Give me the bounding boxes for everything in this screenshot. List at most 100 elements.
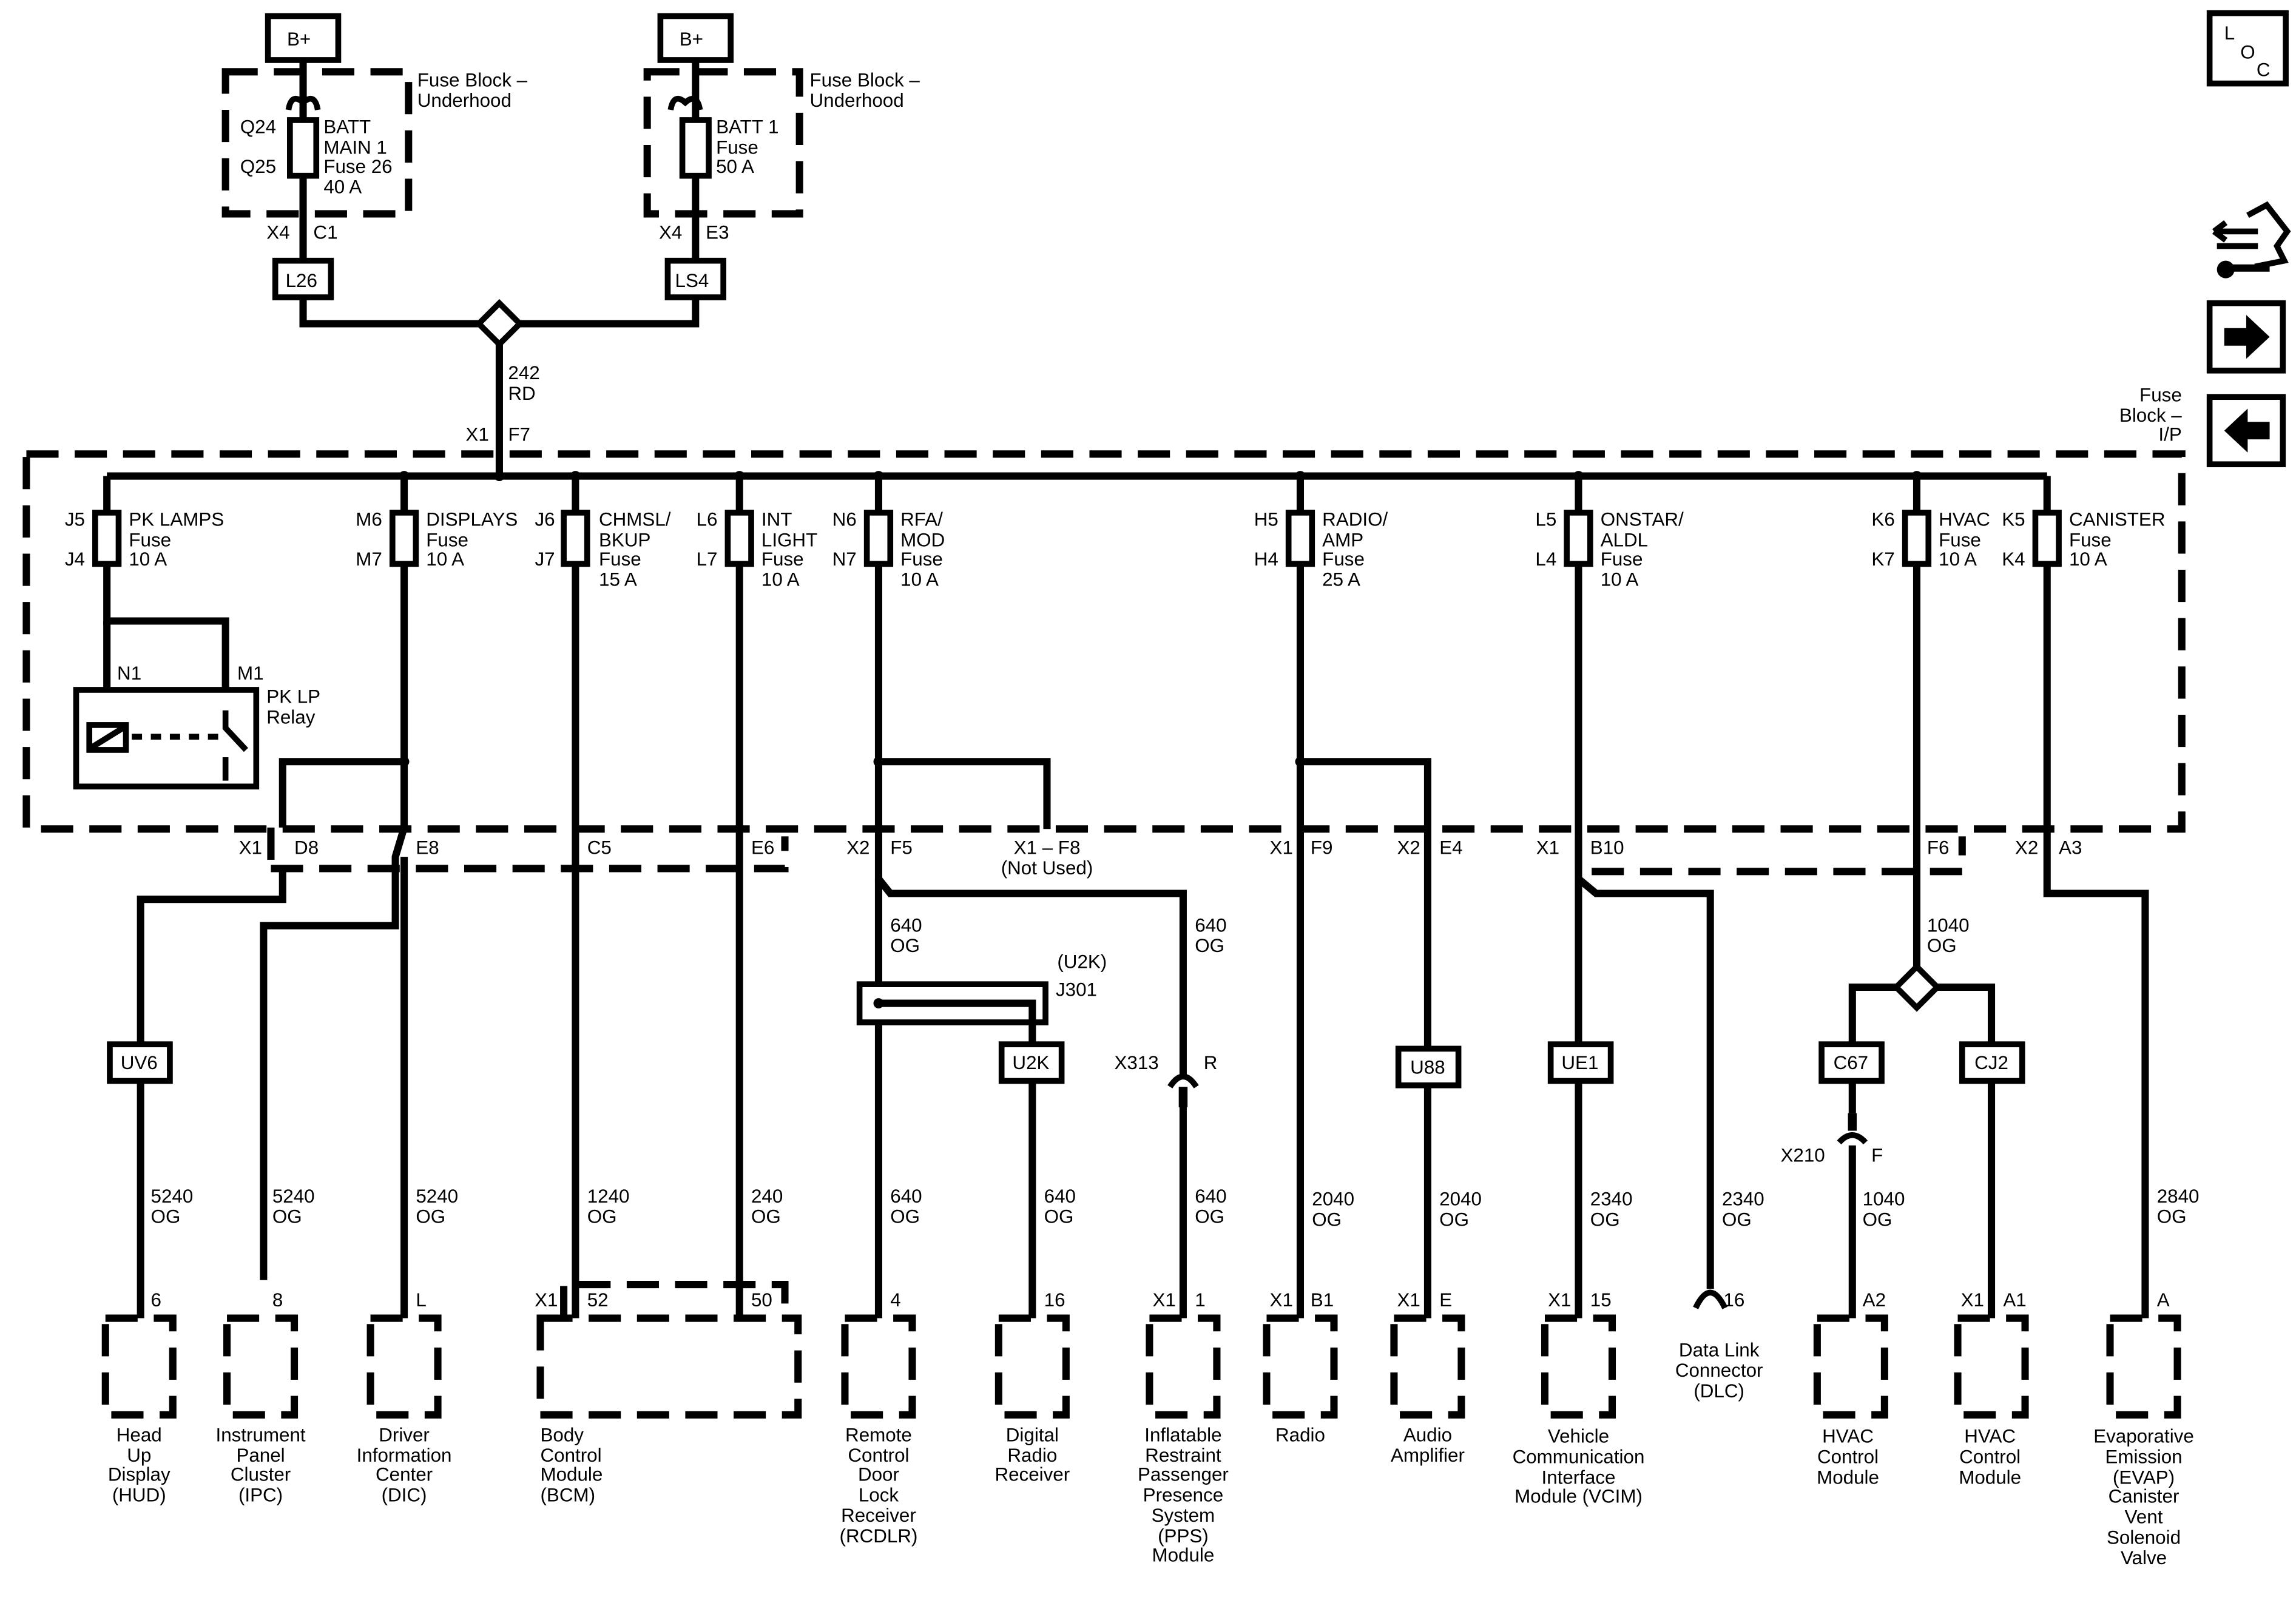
- splice-diamond: [1892, 962, 1942, 1012]
- pin-label: X1: [1536, 837, 1559, 858]
- pin-label: 15: [1590, 1289, 1612, 1311]
- fuse-icon: [679, 117, 712, 179]
- circuit-label: 640: [1195, 1186, 1226, 1207]
- fuse-pin: N7: [832, 549, 857, 570]
- fuse-pin: L6: [697, 509, 718, 530]
- fuse-label: HVAC: [1939, 509, 1990, 530]
- circuit-label: OG: [272, 1206, 302, 1227]
- previous-page-button[interactable]: [2206, 394, 2286, 468]
- fuse-pin: L5: [1535, 509, 1556, 530]
- fuse-label: Fuse: [129, 529, 171, 550]
- x313-pin: R: [1204, 1052, 1218, 1073]
- device-label: Control: [1959, 1447, 2021, 1468]
- circuit-label: OG: [1722, 1209, 1752, 1230]
- x313-inline-connector-icon: [1167, 1073, 1199, 1089]
- fuse-label: AMP: [1322, 529, 1363, 550]
- device-label: Instrument: [215, 1424, 305, 1445]
- circuit-label: 1040: [1927, 914, 1970, 936]
- circuit-label: OG: [751, 1206, 781, 1227]
- relay-label: PK LP: [266, 686, 320, 707]
- device-pins: 6 8 L X1 52 50 4 16 X1 1 X1 B1 X1 E X1 1…: [151, 1289, 2170, 1311]
- fuse-label: DISPLAYS: [426, 509, 518, 530]
- component-locator-button[interactable]: [2206, 10, 2289, 87]
- fuse-wires: [73, 476, 2149, 1318]
- device-box: [1390, 1314, 1465, 1419]
- fuse-label: CHMSL/: [599, 509, 671, 530]
- device-label: Radio: [1275, 1424, 1325, 1445]
- pin-label: L: [416, 1289, 426, 1311]
- pin-label: 52: [587, 1289, 609, 1311]
- fuse-pin: M7: [356, 549, 382, 570]
- fuse-pin: K5: [2002, 509, 2025, 530]
- fuse-label: 10 A: [900, 569, 939, 590]
- circuit-label: RD: [508, 383, 535, 404]
- device-box: [1541, 1314, 1616, 1419]
- device-label: Body: [540, 1424, 584, 1445]
- splice-label: L26: [286, 270, 317, 291]
- next-page-icon[interactable]: [2224, 314, 2270, 359]
- device-boxes: [101, 1280, 2181, 1419]
- fuse-label: Fuse: [599, 549, 641, 570]
- device-label: Valve: [2121, 1547, 2167, 1568]
- circuit-label: 640: [890, 914, 922, 936]
- circuit-label: OG: [1439, 1209, 1469, 1230]
- pin-label: E6: [751, 837, 774, 858]
- device-label: Module (VCIM): [1514, 1486, 1643, 1507]
- device-box: [1954, 1314, 2029, 1419]
- fuse-icon: [1564, 510, 1593, 567]
- device-label: Restraint: [1145, 1445, 1221, 1466]
- fuse-label: INT: [761, 509, 792, 530]
- ip-block-label: Block –: [2119, 405, 2182, 426]
- device-label: Digital: [1006, 1424, 1059, 1445]
- fuse-pin: K6: [1871, 509, 1894, 530]
- fuse-label: MOD: [900, 529, 945, 550]
- device-label: Data Link: [1679, 1339, 1760, 1360]
- battery-label-right: B+: [680, 29, 703, 50]
- component-locator-icon[interactable]: [2212, 201, 2291, 279]
- device-label: Emission: [2105, 1447, 2182, 1468]
- nav-icons: L O C: [2206, 10, 2291, 468]
- fuse-icon: [863, 510, 894, 567]
- pin-label: 16: [1044, 1289, 1065, 1311]
- device-label: Panel: [236, 1445, 285, 1466]
- circuit-label: 640: [1195, 914, 1226, 936]
- device-label: Module: [540, 1463, 603, 1485]
- pin-label: A1: [2003, 1289, 2026, 1311]
- underhood-fuse-block-right: [643, 68, 803, 218]
- circuit-label: 640: [1044, 1186, 1076, 1207]
- device-label: Cluster: [231, 1463, 291, 1485]
- pin-label: B10: [1590, 837, 1624, 858]
- x313-label: X313: [1114, 1052, 1158, 1073]
- pin-label: X2: [846, 837, 869, 858]
- fuse-label: ALDL: [1601, 529, 1648, 550]
- fuse-pin: Q25: [240, 156, 276, 177]
- j301-label: J301: [1056, 979, 1097, 1000]
- previous-page-icon[interactable]: [2224, 408, 2270, 453]
- pin-label: F9: [1311, 837, 1333, 858]
- device-names: Head Up Display (HUD) Instrument Panel C…: [108, 1339, 2194, 1568]
- fuse-label: MAIN 1: [323, 137, 387, 158]
- battery-label-left: B+: [287, 29, 311, 50]
- fuse-label: BKUP: [599, 529, 650, 550]
- pin-label: A3: [2059, 837, 2082, 858]
- fuse-pin: K7: [1871, 549, 1894, 570]
- circuit-label: OG: [587, 1206, 617, 1227]
- connector-label: F7: [508, 424, 530, 445]
- circuit-label: 242: [508, 362, 539, 383]
- circuit-label: 2340: [1722, 1189, 1764, 1210]
- fuse-icon: [287, 117, 320, 179]
- device-label: Display: [108, 1463, 171, 1485]
- device-label: Audio: [1403, 1424, 1452, 1445]
- loc-letter: O: [2240, 42, 2255, 63]
- loc-letter: L: [2224, 22, 2235, 44]
- device-box: [994, 1314, 1070, 1419]
- fuse-pin: J4: [65, 549, 85, 570]
- device-label: Door: [858, 1463, 899, 1485]
- connector-label: E3: [706, 221, 729, 243]
- splice-diamond: [474, 299, 524, 349]
- device-label: (HUD): [112, 1484, 166, 1505]
- fuse-icon: [2032, 510, 2062, 567]
- fuse-icon: [1902, 510, 1932, 567]
- fuse-label: 10 A: [1939, 549, 1977, 570]
- labels: B+ B+ Fuse Block – Underhood Fuse Block …: [240, 29, 2183, 445]
